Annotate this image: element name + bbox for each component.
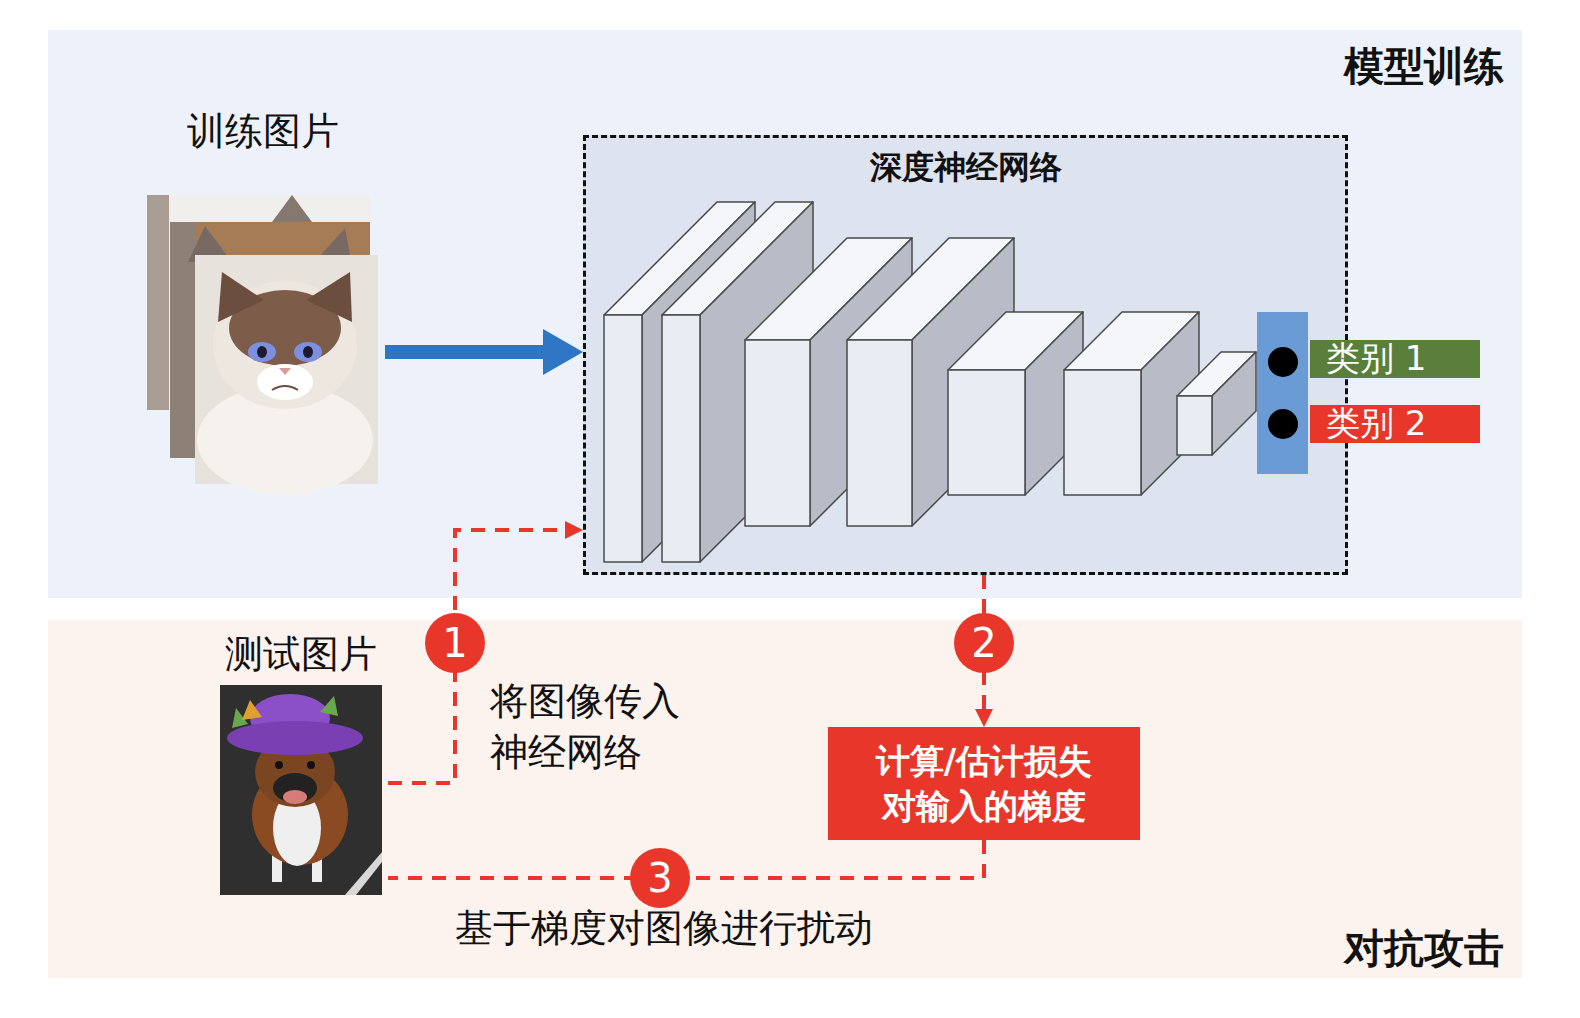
node-text: 模型训练 [1344, 42, 1504, 90]
output-layer [1257, 312, 1308, 474]
cat-nose [279, 368, 291, 375]
note-slot: 基于梯度对图像进行扰动 [455, 903, 873, 954]
layer-front [745, 340, 810, 526]
hat-spike [242, 700, 262, 720]
illustration [140, 105, 385, 490]
class-box: 类别 1 [1310, 340, 1480, 378]
hat-spike [320, 696, 338, 716]
note-text: 基于梯度对图像进行扰动 [455, 903, 873, 954]
layer-front [604, 315, 642, 562]
road-line [345, 852, 382, 895]
region-band: 模型训练训练图片深度神经网络类别 1 类别 2 [48, 30, 1522, 598]
layer-front [1177, 396, 1212, 455]
image-stack: 训练图片 [140, 105, 385, 490]
node-text: 类别 2 [1326, 406, 1426, 442]
output-unit [1268, 409, 1298, 439]
callout-number: 1 [425, 613, 485, 673]
callout-slot: 3 [630, 848, 690, 908]
note-text: 将图像传入 神经网络 [490, 676, 730, 779]
dog-muzzle [273, 773, 317, 803]
cat-ear [272, 195, 312, 222]
layer-side [1212, 352, 1256, 455]
layer-front [948, 370, 1025, 495]
cat-fur [147, 195, 169, 410]
node-text: 训练图片 [187, 109, 339, 155]
illustration-group [220, 685, 382, 895]
connector [385, 345, 543, 359]
note-slot: 将图像传入 神经网络 [490, 676, 730, 779]
callout-slot: 1 [425, 613, 485, 673]
illustration-group [147, 195, 378, 495]
layer-front [1064, 370, 1141, 495]
process-box: 计算/估计损失 对输入的梯度 [828, 727, 1140, 840]
cat-muzzle [257, 364, 313, 400]
node-text: 类别 1 [1326, 341, 1426, 377]
band-fill [48, 30, 1522, 598]
hat-brim [227, 721, 363, 755]
layer-front [847, 340, 912, 526]
photo-ground [220, 685, 382, 895]
layer-side [700, 202, 813, 562]
callout-number: 3 [630, 848, 690, 908]
cat-mouth [272, 386, 298, 390]
illustration-group [604, 202, 1308, 562]
callout-slot: 2 [954, 613, 1014, 673]
band-fill [48, 620, 1522, 978]
cat-pupil [303, 346, 313, 358]
cat-eye [248, 342, 276, 362]
cat-eye [294, 342, 322, 362]
class-box: 类别 2 [1310, 405, 1480, 443]
node-text: 测试图片 [225, 632, 377, 678]
layer-side [810, 238, 912, 526]
layer-front [662, 315, 700, 562]
node-text: 对抗攻击 [1344, 924, 1504, 972]
cat-ear [218, 272, 264, 322]
cat-ear [306, 272, 352, 322]
output-unit [1268, 347, 1298, 377]
image-frame: 测试图片 [213, 628, 388, 898]
node-text: 深度神经网络 [870, 148, 1062, 186]
dog-mouth [283, 790, 307, 804]
network-box: 深度神经网络 [583, 135, 1348, 575]
callout-number: 2 [954, 613, 1014, 673]
dog-eye [275, 761, 283, 769]
dog-eye [307, 761, 315, 769]
cat-pupil [257, 346, 267, 358]
node-text: 计算/估计损失 对输入的梯度 [844, 739, 1124, 827]
illustration [583, 135, 1348, 575]
